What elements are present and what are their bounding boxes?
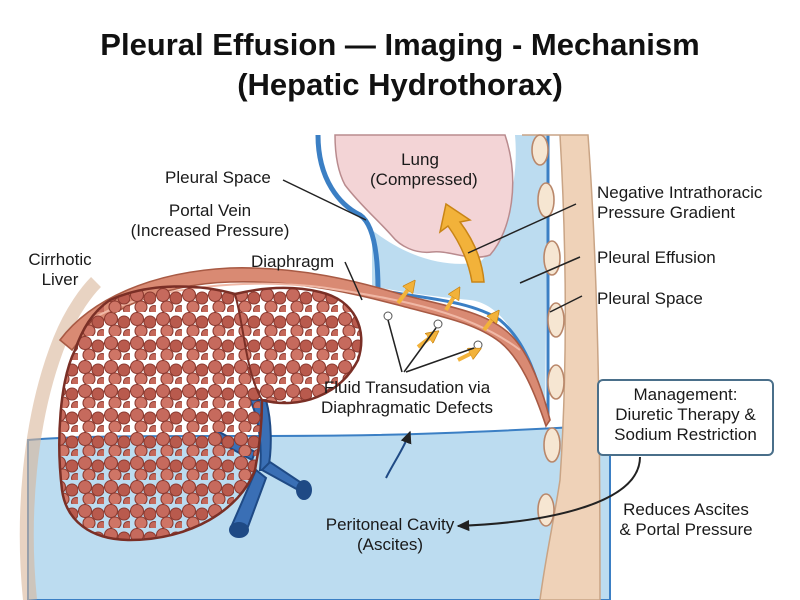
ribs [531, 134, 565, 527]
management-box [597, 379, 774, 456]
leader-lines [282, 179, 583, 373]
management-text: Management: Diuretic Therapy & Sodium Re… [597, 385, 774, 445]
label-lung: Lung [401, 150, 439, 169]
label-peritoneal-cavity: Peritoneal Cavity [325, 515, 455, 534]
management-arrow [456, 456, 641, 532]
label-lung-compressed: (Compressed) [370, 170, 478, 189]
label-diaphragmatic-defects: Diaphragmatic Defects [321, 398, 493, 417]
label-pressure-gradient: Pressure Gradient [597, 203, 735, 222]
title-line-2: (Hepatic Hydrothorax) [237, 67, 563, 102]
label-pleural-space-top: Pleural Space [165, 168, 271, 187]
label-portal-pressure: & Portal Pressure [619, 520, 753, 539]
label-ascites: (Ascites) [356, 535, 424, 554]
label-pleural-effusion: Pleural Effusion [597, 248, 716, 267]
label-liver: Liver [41, 270, 79, 289]
abdominal-wall [19, 277, 102, 600]
label-cirrhotic: Cirrhotic [28, 250, 92, 269]
label-portal-vein-pressure: (Increased Pressure) [130, 221, 290, 240]
label-diuretic-therapy: Diuretic Therapy & [615, 405, 756, 424]
title-line-1: Pleural Effusion — Imaging - Mechanism [100, 27, 700, 62]
ascites-arrow [385, 430, 412, 479]
pressure-arrow [438, 202, 485, 283]
diaphragm-defect [473, 340, 483, 350]
diaphragm-defect [433, 319, 443, 329]
pleural-fluid [372, 135, 548, 420]
label-diaphragm: Diaphragm [251, 252, 335, 271]
label-management: Management: [633, 385, 738, 404]
lung [334, 134, 514, 258]
label-sodium-restriction: Sodium Restriction [614, 425, 757, 444]
liver [58, 285, 363, 542]
label-reduces-ascites: Reduces Ascites [623, 500, 749, 519]
label-negative-intrathoracic: Negative Intrathoracic [597, 183, 763, 202]
chest-wall [522, 134, 601, 600]
diaphragm-defect [383, 311, 393, 321]
visceral-pleura-line [315, 134, 381, 291]
label-pleural-space-right: Pleural Space [597, 289, 703, 308]
label-fluid-transudation: Fluid Transudation via [323, 378, 491, 397]
label-portal-vein: Portal Vein [168, 201, 252, 220]
